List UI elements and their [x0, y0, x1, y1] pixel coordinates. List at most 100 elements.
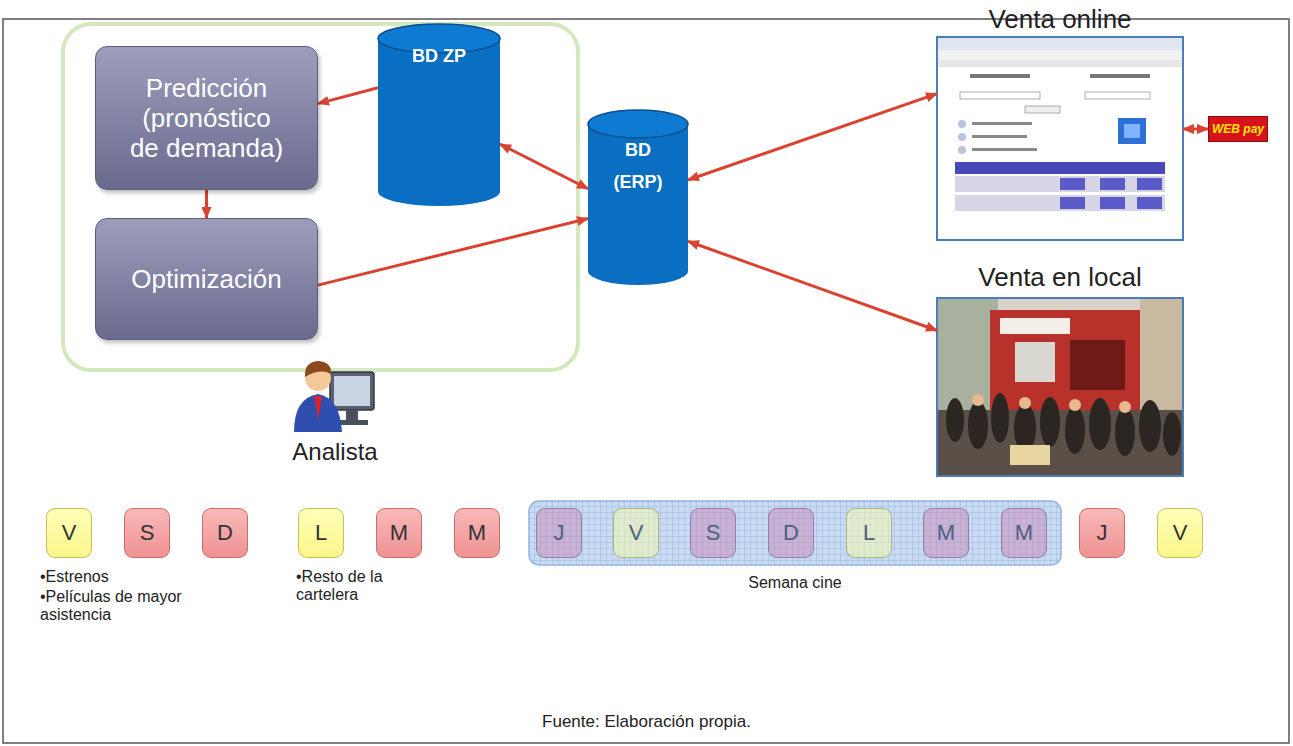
photo-sign — [1000, 318, 1070, 334]
node-text: D — [783, 520, 799, 546]
screenshot-frame — [937, 37, 1183, 240]
photo-shirt — [1010, 445, 1050, 465]
cylinder-top — [588, 110, 688, 138]
node-text: BD ZP — [412, 40, 466, 72]
photo-crowd — [946, 393, 1181, 456]
node-text: Optimización — [131, 264, 281, 294]
payment-logo: WEB pay — [1208, 116, 1268, 142]
figure-caption: Fuente: Elaboración propia. — [0, 712, 1293, 732]
photo-wall — [938, 299, 998, 419]
page-select — [960, 92, 1040, 99]
flow-arrow — [1183, 128, 1208, 131]
node-text: WEB pay — [1212, 122, 1264, 136]
page-line — [972, 135, 1027, 138]
node-text: L — [315, 520, 327, 546]
flow-arrow — [318, 88, 378, 104]
monitor-stand — [346, 410, 358, 420]
photo-faces — [972, 394, 1131, 413]
day-box: J — [1079, 508, 1125, 558]
sales-channel: Venta en local — [937, 262, 1183, 476]
day-box: S — [690, 508, 736, 558]
table-cell — [1100, 178, 1125, 190]
page-line — [970, 74, 1030, 78]
process-box: Predicción (pronóstico de demanda) — [95, 46, 318, 190]
table-row — [955, 195, 1165, 211]
node-text: D — [217, 520, 233, 546]
table-cell — [1137, 197, 1162, 209]
browser-bookmarks — [938, 60, 1182, 67]
node-text: S — [706, 520, 721, 546]
node-text: J — [1097, 520, 1108, 546]
node-text: Venta online — [988, 4, 1131, 35]
cylinder-shape — [588, 110, 688, 285]
day-box: L — [846, 508, 892, 558]
table-row — [955, 176, 1165, 192]
table-cell — [1137, 178, 1162, 190]
photo-frame — [937, 298, 1183, 476]
page-button — [1025, 106, 1060, 113]
system-region — [63, 24, 578, 370]
browser-address-bar — [938, 50, 1182, 60]
process-box: Optimización — [95, 218, 318, 340]
day-box: V — [613, 508, 659, 558]
node-text: M — [1015, 520, 1033, 546]
node-text: M — [468, 520, 486, 546]
analyst-tie — [314, 396, 322, 420]
page-line — [972, 122, 1032, 125]
page-line — [972, 148, 1037, 151]
flow-arrow — [688, 241, 937, 330]
cylinder-body — [588, 124, 688, 285]
box-office-photo — [937, 298, 1183, 476]
photo-building — [990, 310, 1140, 420]
cube-face — [1124, 124, 1140, 138]
table-cell — [1100, 197, 1125, 209]
day-box: M — [1001, 508, 1047, 558]
note-text: •Estrenos — [40, 568, 240, 586]
node-text: Predicción (pronóstico de demanda) — [127, 73, 287, 163]
page-icon — [958, 120, 966, 128]
outer-frame — [3, 19, 1289, 743]
day-box: V — [46, 508, 92, 558]
day-box: J — [536, 508, 582, 558]
node-text: L — [863, 520, 875, 546]
grid-band-shape — [529, 501, 1061, 565]
page-select — [1085, 92, 1150, 99]
node-text: V — [1173, 520, 1188, 546]
node-text: Semana cine — [748, 574, 841, 592]
monitor — [330, 372, 374, 410]
flow-arrow — [500, 144, 588, 189]
photo-poster — [1015, 342, 1055, 382]
day-box: S — [124, 508, 170, 558]
day-box: D — [768, 508, 814, 558]
photo-wall — [1140, 299, 1182, 419]
flow-arrow — [205, 190, 208, 218]
photo-window — [1070, 340, 1125, 390]
flow-arrow — [318, 219, 588, 286]
sales-channel: Venta online — [937, 4, 1183, 240]
node-text: Venta en local — [978, 262, 1141, 293]
blue-cube — [1118, 118, 1146, 144]
node-text: M — [390, 520, 408, 546]
database-cylinder: BD ZP — [378, 24, 500, 206]
note-text: •Películas de mayor asistencia — [40, 588, 198, 624]
page-icon — [958, 146, 966, 154]
flow-arrow — [688, 94, 937, 180]
day-box: V — [1157, 508, 1203, 558]
week-band: Semana cine J V S D L M M — [528, 500, 1062, 596]
table-header — [955, 162, 1165, 174]
day-box: D — [202, 508, 248, 558]
browser-tab-bar — [938, 38, 1182, 50]
day-box: L — [298, 508, 344, 558]
node-text: M — [937, 520, 955, 546]
database-cylinder: BD (ERP) — [588, 110, 688, 285]
web-screenshot — [937, 37, 1183, 240]
cylinder-body — [378, 39, 500, 206]
analyst-body — [294, 394, 342, 432]
node-text: J — [554, 520, 565, 546]
table-cell — [1060, 197, 1085, 209]
page-icon — [958, 133, 966, 141]
node-text: S — [140, 520, 155, 546]
table-cell — [1060, 178, 1085, 190]
node-text: V — [62, 520, 77, 546]
day-box: M — [454, 508, 500, 558]
